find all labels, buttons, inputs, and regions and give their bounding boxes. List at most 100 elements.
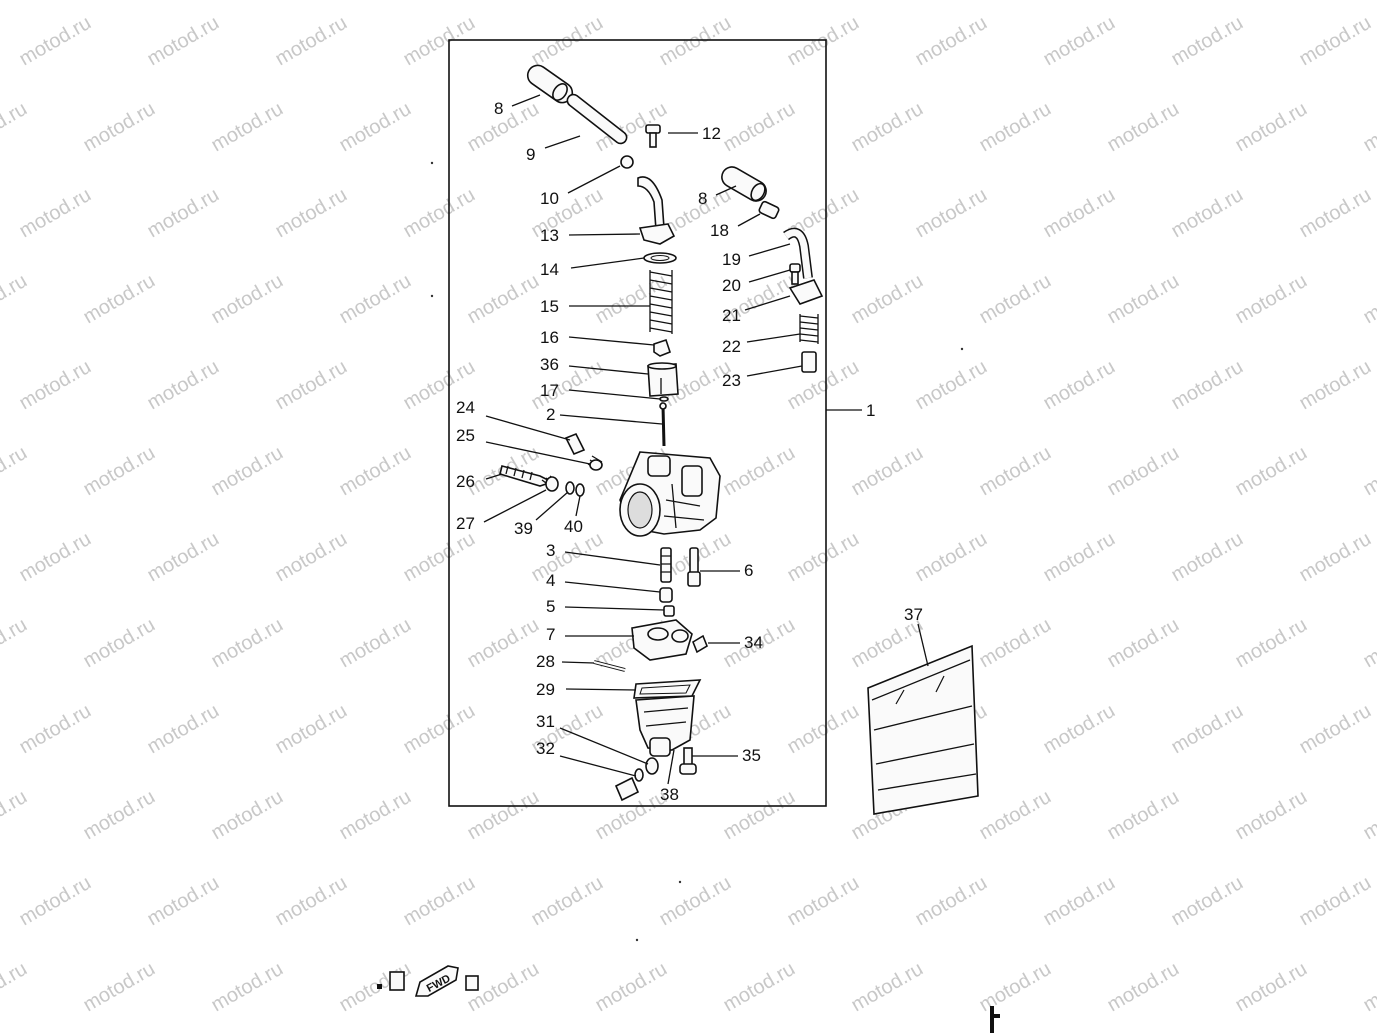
watermark-text: motod.ru [208,958,287,1017]
watermark-text: motod.ru [784,700,863,759]
callout-3: 3 [546,541,555,560]
watermark-text: motod.ru [1296,12,1375,71]
watermark-text: motod.ru [592,958,671,1017]
watermark-text: motod.ru [0,786,31,845]
watermark-text: motod.ru [720,958,799,1017]
watermark-text: motod.ru [272,700,351,759]
watermark-text: motod.ru [1104,786,1183,845]
callout-31: 31 [536,712,555,731]
watermark-text: motod.ru [976,270,1055,329]
callout-8-lower: 8 [698,189,707,208]
callout-35: 35 [742,746,761,765]
watermark-text: motod.ru [16,12,95,71]
callout-18: 18 [710,221,729,240]
watermark-text: motod.ru [1040,12,1119,71]
watermark-text: motod.ru [208,442,287,501]
part-13-cap-assembly [637,176,676,245]
watermark-text: motod.ru [1168,700,1247,759]
watermark-text: motod.ru [912,528,991,587]
callout-2: 2 [546,405,555,424]
part-float-chamber [635,695,695,757]
watermark-text: motod.ru [848,270,927,329]
watermark-text: motod.ru [144,872,223,931]
watermark-text: motod.ru [272,12,351,71]
watermark-text: motod.ru [784,356,863,415]
watermark-text: motod.ru [336,98,415,157]
watermark-text: motod.ru [528,12,607,71]
part-8-lower-cap [721,166,767,202]
watermark-text: motod.ru [528,528,607,587]
watermark-text: motod.ru [976,98,1055,157]
callout-12: 12 [702,124,721,143]
watermark-text: motod.ru [720,442,799,501]
part-17-clip [659,396,669,402]
watermark-text: motod.ru [1040,184,1119,243]
watermark-text: motod.ru [1296,356,1375,415]
watermark-text: motod.ru [336,270,415,329]
watermark-text: motod.ru [80,442,159,501]
watermark-text: motod.ru [0,442,31,501]
callout-23: 23 [722,371,741,390]
watermark-text: motod.ru [80,98,159,157]
watermark-text: motod.ru [464,786,543,845]
watermark-text: motod.ru [720,98,799,157]
watermark-text: motod.ru [144,700,223,759]
callout-21: 21 [722,306,741,325]
callout-40: 40 [564,517,583,536]
callout-25: 25 [456,426,475,445]
watermark-text: motod.ru [16,184,95,243]
watermark-text: motod.ru [1232,442,1311,501]
watermark-text: motod.ru [528,872,607,931]
watermark-text: motod.ru [976,958,1055,1017]
part-6-screw [687,547,701,587]
watermark-text: motod.ru [400,184,479,243]
callout-17: 17 [540,381,559,400]
watermark-text: motod.ru [976,614,1055,673]
watermark-text: motod.ru [1296,700,1375,759]
part-32-oring [634,768,644,782]
watermark-text: motod.ru [1360,270,1377,329]
watermark-text: motod.ru [1040,356,1119,415]
watermark-text: motod.ru [976,442,1055,501]
callout-4: 4 [546,571,555,590]
watermark-text: motod.ru [0,98,31,157]
watermark-text: motod.ru [16,700,95,759]
watermark-text: motod.ru [912,184,991,243]
watermark-text: motod.ru [16,528,95,587]
callout-34: 34 [744,633,763,652]
callout-32: 32 [536,739,555,758]
part-40-oring [575,483,585,497]
part-4-nozzle [659,587,673,603]
watermark-text: motod.ru [1360,442,1377,501]
watermark-text: motod.ru [1296,184,1375,243]
watermark-text: motod.ru [1104,442,1183,501]
watermark-text: motod.ru [784,12,863,71]
watermark-text: motod.ru [1360,98,1377,157]
part-29-gasket [633,679,702,699]
watermark-text: motod.ru [1360,958,1377,1017]
callout-29: 29 [536,680,555,699]
watermark-text: motod.ru [400,12,479,71]
watermark-text: motod.ru [0,270,31,329]
watermark-text: motod.ru [720,786,799,845]
watermark-text: motod.ru [1296,872,1375,931]
part-5-main-jet [663,605,675,617]
watermark-text: motod.ru [656,872,735,931]
part-7-float [631,619,693,661]
watermark-text: motod.ru [80,958,159,1017]
part-38-drain-plug [614,776,640,802]
callout-16: 16 [540,328,559,347]
watermark-text: motod.ru [144,184,223,243]
watermark-text: motod.ru [1040,872,1119,931]
watermark-text: motod.ru [592,270,671,329]
watermark-text: motod.ru [208,786,287,845]
watermark-text: motod.ru [144,356,223,415]
watermark-text: motod.ru [1232,270,1311,329]
part-39-washer [565,481,575,495]
watermark-text: motod.ru [912,12,991,71]
part-23-plunger [801,351,817,373]
watermark-text: motod.ru [208,98,287,157]
part-22-spring [799,314,819,344]
watermark-text: motod.ru [1104,958,1183,1017]
watermark-text: motod.ru [1168,872,1247,931]
